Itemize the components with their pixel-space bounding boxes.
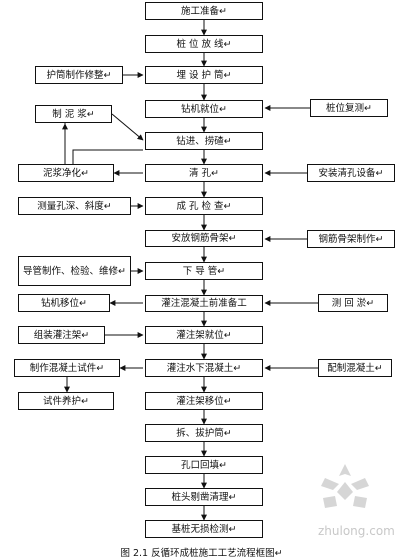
side-make-mud: 制 泥 浆↵	[35, 105, 112, 123]
side-rebar-cage-fabrication: 钢筋骨架制作↵	[307, 230, 395, 248]
step-lower-tremie: 下 导 管↵	[145, 262, 263, 280]
side-measure-sediment: 测 回 淤↵	[318, 294, 388, 312]
side-rig-relocation: 钻机移位↵	[18, 294, 110, 312]
step-rig-positioning: 钻机就位↵	[145, 100, 263, 118]
side-assemble-frame: 组装灌注架↵	[18, 326, 105, 344]
step-construction-prep: 施工准备↵	[145, 2, 263, 20]
side-prepare-concrete: 配制混凝土↵	[318, 359, 392, 377]
side-specimen-curing: 试件养护↵	[18, 392, 114, 410]
step-remove-casing: 拆、拔护筒↵	[145, 424, 263, 442]
figure-caption: 图 2.1 反循环成桩施工工艺流程框图↵	[120, 548, 283, 559]
side-measure-depth-slope: 测量孔深、斜度↵	[18, 197, 131, 215]
step-pile-layout: 桩 位 放 线↵	[145, 35, 263, 53]
step-bury-casing: 埋 设 护 筒↵	[145, 66, 263, 84]
step-pre-concrete-prep: 灌注混凝土前准备工	[145, 295, 263, 312]
side-install-cleaning-equipment: 安装清孔设备↵	[307, 164, 395, 182]
side-casing-fabrication: 护筒制作修整↵	[35, 66, 123, 84]
watermark-text: zhulong.com	[318, 524, 395, 538]
step-underwater-concrete: 灌注水下混凝土↵	[145, 359, 263, 377]
side-pile-position-recheck: 桩位复测↵	[310, 99, 388, 117]
watermark-logo	[321, 464, 369, 508]
side-tremie-fabrication: 导管制作、检验、维修↵	[18, 256, 131, 286]
step-drilling: 钻进、捞碴↵	[145, 132, 263, 150]
side-mud-purification: 泥浆净化↵	[18, 164, 114, 182]
step-backfill: 孔口回填↵	[145, 456, 263, 474]
step-frame-positioning: 灌注架就位↵	[145, 326, 263, 344]
step-frame-relocation: 灌注架移位↵	[145, 392, 263, 410]
side-make-test-specimen: 制作混凝土试件↵	[14, 359, 120, 377]
step-place-rebar-cage: 安放钢筋骨架↵	[145, 230, 263, 247]
step-hole-inspection: 成 孔 检 查↵	[145, 197, 263, 215]
step-nondestructive-test: 基桩无损检测↵	[145, 520, 263, 538]
step-hole-cleaning: 清 孔↵	[145, 164, 263, 182]
step-pile-head-cleanup: 桩头剔凿清理↵	[145, 488, 263, 506]
